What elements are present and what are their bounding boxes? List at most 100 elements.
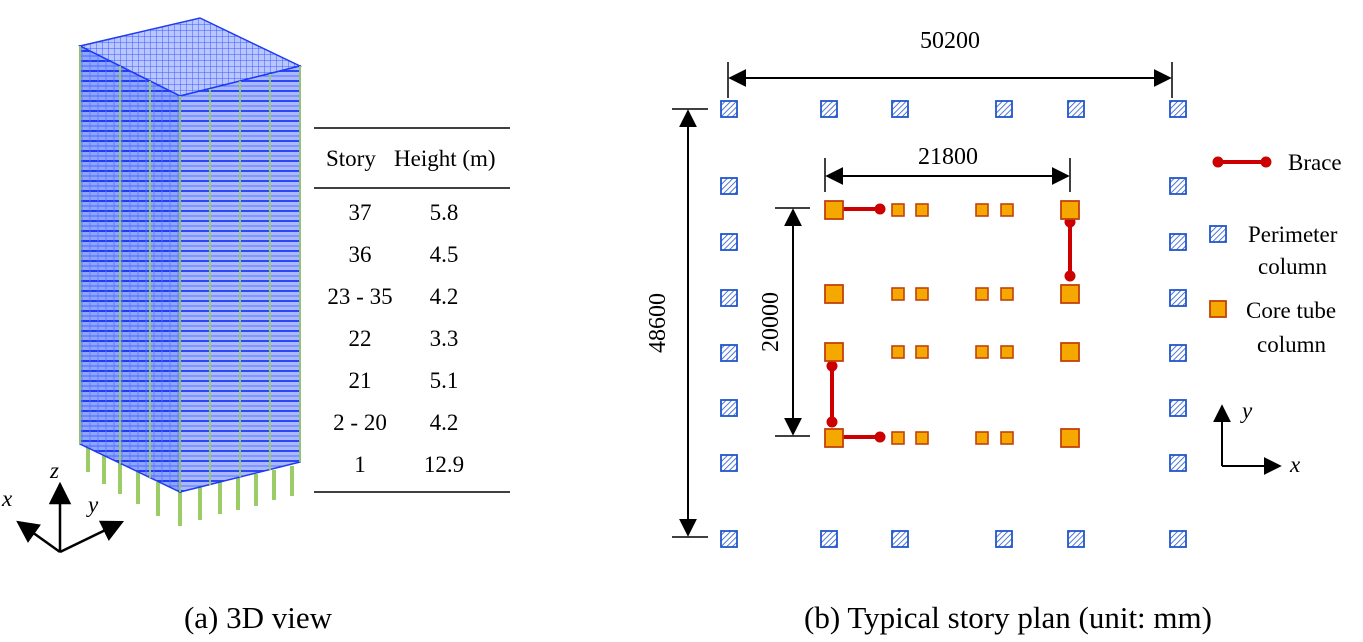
perimeter-column [1169, 177, 1187, 195]
brace-node [1064, 270, 1076, 282]
perimeter-column [1169, 100, 1187, 118]
legend-perimeter-column: Perimeter column [1209, 222, 1338, 279]
perimeter-column [1169, 344, 1187, 362]
core-column-small [891, 345, 905, 359]
perimeter-column [891, 100, 909, 118]
perimeter-column [1169, 399, 1187, 417]
core-column-small [891, 203, 905, 217]
perimeter-column [820, 530, 838, 548]
table-cell-story: 23 - 35 [327, 284, 392, 309]
dim-overall-width: 50200 [727, 28, 1173, 98]
dim-core-width-label: 21800 [918, 144, 978, 170]
core-column [824, 428, 844, 448]
dim-overall-depth-label: 48600 [645, 293, 671, 353]
perimeter-column [720, 530, 738, 548]
perimeter-column [995, 100, 1013, 118]
legend-perimeter-label-2: column [1258, 254, 1327, 279]
dim-core-width: 21800 [824, 144, 1071, 192]
core-tube-columns [824, 200, 1080, 448]
perimeter-column [720, 454, 738, 472]
dim-core-depth: 20000 [758, 207, 810, 437]
core-column-small [1000, 287, 1014, 301]
legend-core-column: Core tube column [1209, 298, 1336, 357]
core-column-small [975, 431, 989, 445]
brace-node [826, 416, 838, 428]
brace-node [874, 431, 886, 443]
perimeter-column [720, 233, 738, 251]
table-cell-height: 5.1 [430, 368, 459, 393]
building-3d-model [77, 17, 303, 526]
perimeter-column [720, 344, 738, 362]
perimeter-columns [720, 100, 1187, 548]
perimeter-column [720, 100, 738, 118]
core-column-small [975, 203, 989, 217]
axis-label-x: x [1, 486, 13, 511]
perimeter-column [995, 530, 1013, 548]
ground-columns [86, 440, 294, 526]
perimeter-column [1169, 233, 1187, 251]
table-cell-story: 37 [349, 200, 372, 225]
core-column-small [915, 345, 929, 359]
core-column-small [891, 431, 905, 445]
core-column-small [1000, 431, 1014, 445]
caption-a: (a) 3D view [184, 600, 333, 635]
core-column-small [975, 345, 989, 359]
braces [826, 203, 1076, 443]
legend-brace-label: Brace [1288, 150, 1342, 175]
core-column-small [975, 287, 989, 301]
table-cell-story: 36 [349, 242, 372, 267]
table-cell-height: 3.3 [430, 326, 459, 351]
core-column-small [915, 431, 929, 445]
plan-axis-label-x: x [1289, 452, 1301, 477]
table-cell-story: 1 [354, 452, 366, 477]
core-column-small [1000, 203, 1014, 217]
story-height-table: Story Height (m) 37 5.8 36 4.5 23 - 35 4.2 22 3… [314, 127, 510, 493]
perimeter-column [891, 530, 909, 548]
core-column-small [915, 287, 929, 301]
table-cell-height: 5.8 [430, 200, 459, 225]
perimeter-column [720, 177, 738, 195]
perimeter-column [820, 100, 838, 118]
perimeter-column [1067, 100, 1085, 118]
table-cell-story: 2 - 20 [333, 410, 387, 435]
plan-axis [1213, 404, 1282, 475]
perimeter-column [1067, 530, 1085, 548]
perimeter-column [1169, 530, 1187, 548]
core-column [824, 342, 844, 362]
axis-label-z: z [49, 458, 59, 483]
brace-node [874, 203, 886, 215]
axis-label-y: y [86, 492, 99, 517]
perimeter-column [1169, 454, 1187, 472]
building-front-face [79, 44, 181, 494]
table-cell-story: 22 [349, 326, 372, 351]
legend-brace: Brace [1212, 150, 1342, 175]
core-column-small [1000, 345, 1014, 359]
legend-perimeter-label-1: Perimeter [1248, 222, 1338, 247]
table-header-story: Story [326, 146, 376, 171]
table-cell-height: 4.5 [430, 242, 459, 267]
plan-axis-label-y: y [1240, 398, 1253, 423]
brace-node [826, 360, 838, 372]
dim-core-depth-label: 20000 [758, 292, 784, 352]
perimeter-column [720, 289, 738, 307]
core-column [824, 200, 844, 220]
perimeter-column [720, 399, 738, 417]
table-cell-height: 4.2 [430, 410, 459, 435]
legend-core-label-2: column [1257, 332, 1326, 357]
core-column-small [891, 287, 905, 301]
table-header-height: Height (m) [394, 146, 496, 171]
core-column-small [915, 203, 929, 217]
core-column [1060, 428, 1080, 448]
table-cell-height: 12.9 [424, 452, 464, 477]
legend: Brace Perimeter column Core tube column [1209, 150, 1342, 357]
dim-overall-depth: 48600 [645, 108, 708, 538]
perimeter-column [1169, 289, 1187, 307]
core-column [1060, 284, 1080, 304]
core-column [1060, 342, 1080, 362]
axis-triad-3d [16, 481, 125, 554]
core-column [824, 284, 844, 304]
dim-overall-width-label: 50200 [920, 28, 980, 54]
caption-b: (b) Typical story plan (unit: mm) [804, 600, 1212, 635]
core-column [1060, 200, 1080, 220]
